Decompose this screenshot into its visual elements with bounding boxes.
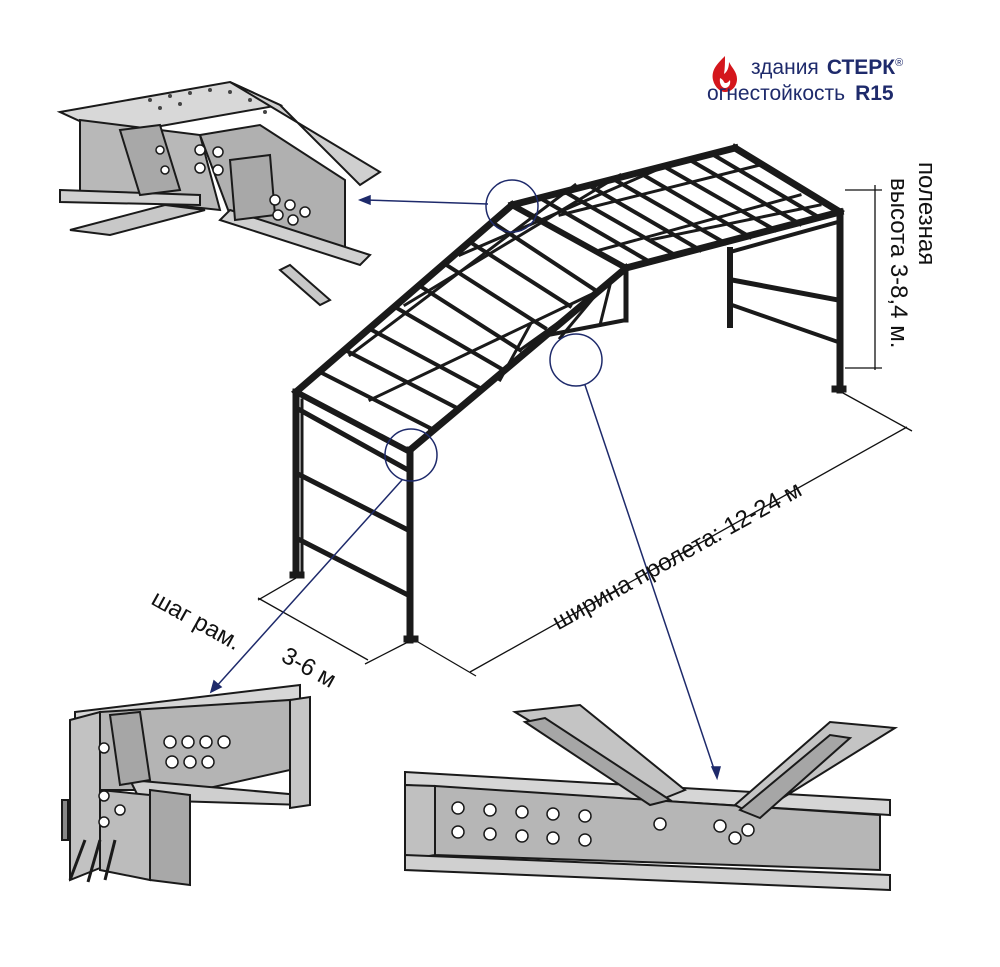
logo-line2-label: огнестойкость xyxy=(707,82,846,105)
steel-frame xyxy=(289,143,847,644)
logo-rating: R15 xyxy=(855,82,894,105)
logo-prefix: здания xyxy=(751,56,819,79)
detail-ridge-joint xyxy=(56,80,382,307)
detail-truss-joint xyxy=(404,703,899,892)
logo-brand: СТЕРК xyxy=(826,56,896,79)
callouts xyxy=(209,179,721,781)
callout-circle-truss xyxy=(549,333,603,387)
height-label-line2: высота 3-8,4 м. xyxy=(885,178,912,349)
logo-line-1: здания СТЕРК® xyxy=(751,56,903,80)
brand-logo: здания СТЕРК® огнестойкость R15 xyxy=(707,50,987,110)
logo-registered: ® xyxy=(895,57,904,69)
ridge-beam xyxy=(507,143,740,210)
logo-line-2: огнестойкость R15 xyxy=(707,82,894,106)
callout-circle-eave xyxy=(384,428,438,482)
flame-icon xyxy=(712,56,737,92)
callout-arrow-ridge xyxy=(364,199,489,205)
height-label-line1: полезная xyxy=(913,162,940,266)
callout-arrow-eave xyxy=(214,479,403,689)
callout-circle-ridge xyxy=(485,179,539,233)
dimension-lines xyxy=(257,185,913,677)
step-dim-line xyxy=(257,597,369,661)
near-rafter-left xyxy=(291,200,517,397)
span-dim-line xyxy=(469,426,908,673)
detail-eave-joint xyxy=(61,683,311,887)
callout-arrow-truss xyxy=(584,384,716,773)
